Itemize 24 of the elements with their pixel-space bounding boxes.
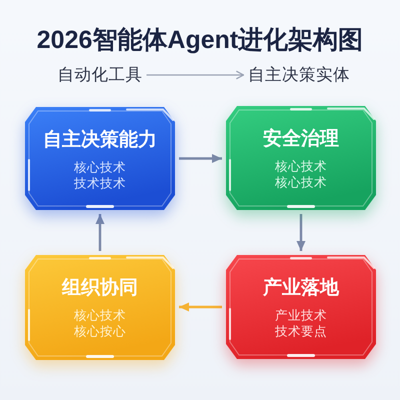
detail-text: 技术技术 — [74, 176, 126, 192]
arrow — [179, 154, 222, 163]
stage-label: 自动化工具 — [58, 65, 142, 85]
stage-card — [25, 255, 175, 360]
detail-text: 核心按心 — [74, 324, 126, 340]
arrow — [179, 302, 222, 312]
arrow — [146, 70, 244, 80]
arrow — [96, 214, 104, 251]
detail-text: 产业技术 — [275, 308, 327, 324]
stage-card — [25, 107, 175, 210]
stage-card — [226, 255, 376, 359]
title: 2026智能体Agent进化架构图 — [36, 25, 364, 55]
detail-text: 核心技术 — [74, 308, 126, 324]
stage-card — [226, 106, 376, 210]
detail-text: 核心技术 — [74, 160, 126, 176]
stage-title: 安全治理 — [263, 128, 339, 150]
stage-title: 组织协同 — [62, 276, 138, 300]
detail-text: 技术要点 — [275, 324, 327, 340]
stage-title: 产业落地 — [263, 276, 339, 300]
detail-text: 核心技术 — [275, 176, 327, 190]
stage-label: 自主决策实体 — [248, 65, 350, 85]
detail-text: 核心技术 — [275, 160, 327, 174]
arrow — [296, 214, 306, 251]
stage-title: 自主决策能力 — [43, 128, 157, 152]
